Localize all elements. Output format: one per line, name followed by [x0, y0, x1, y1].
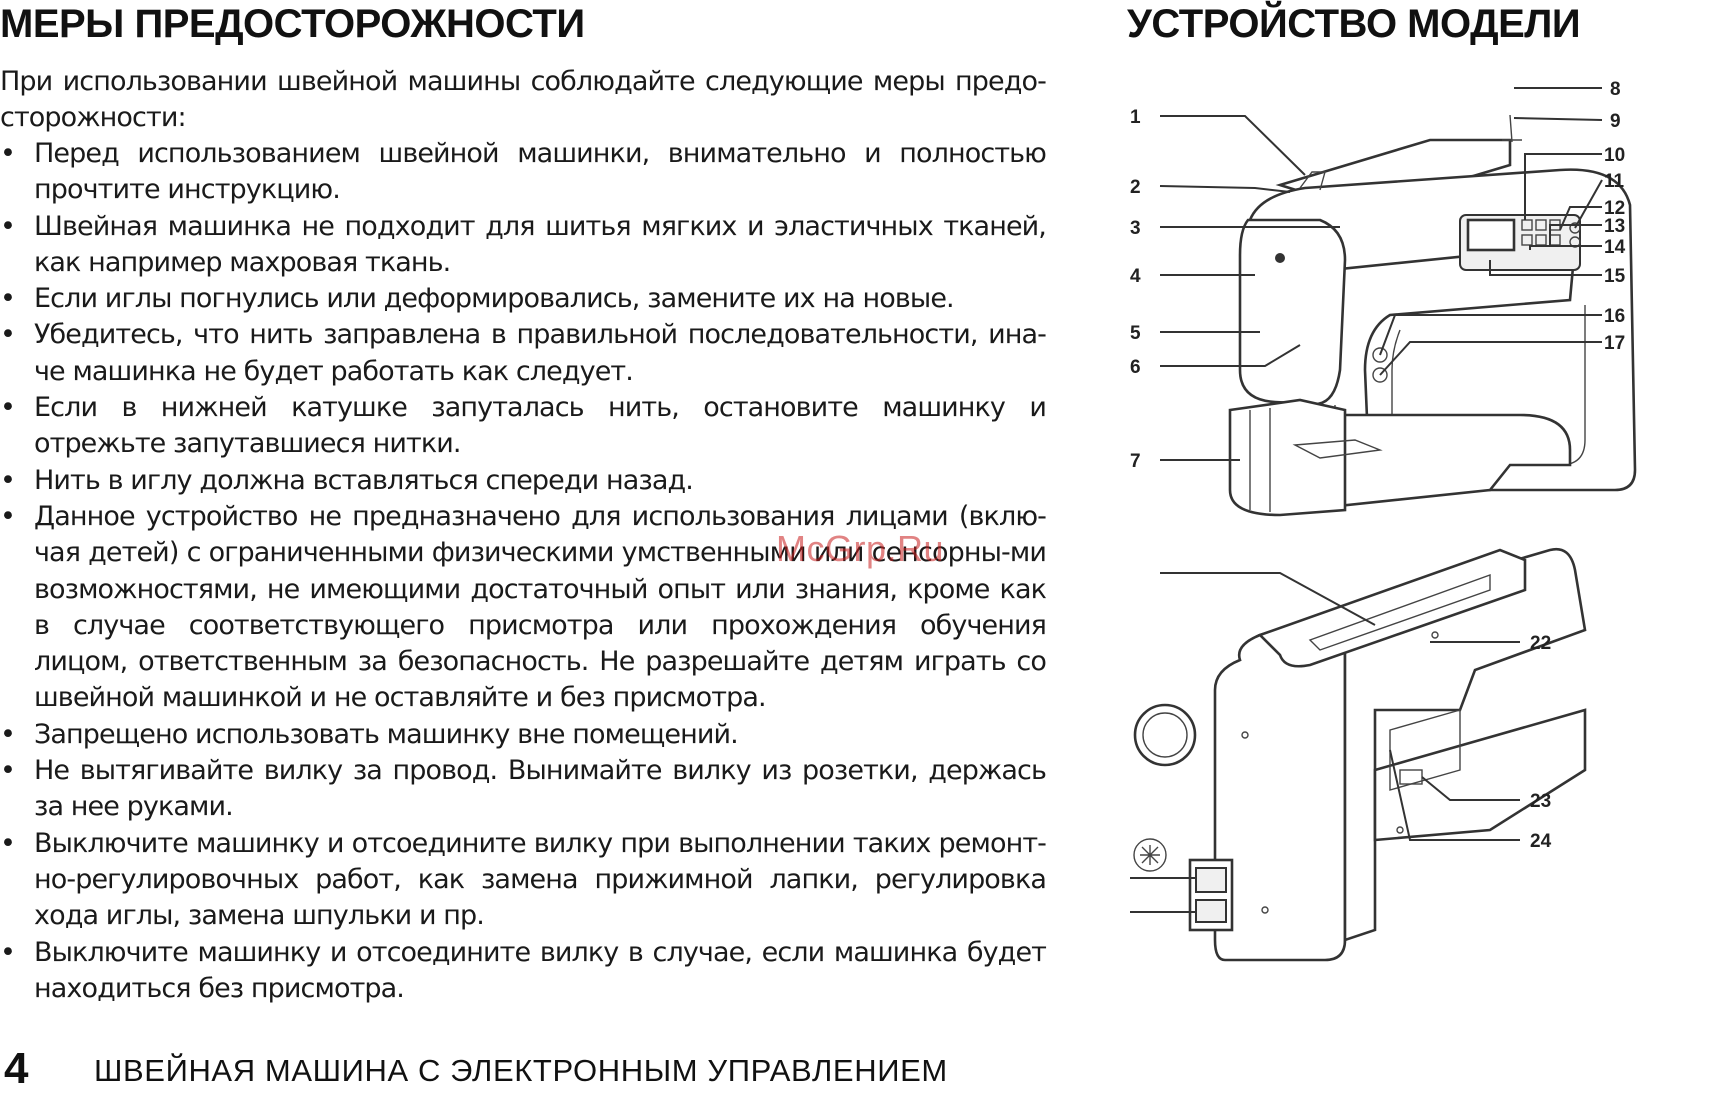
intro-paragraph: При использовании швейной машины соблюда…: [0, 66, 1047, 133]
watermark: McGrp.Ru: [776, 528, 945, 569]
page-number: 4: [4, 1044, 29, 1093]
callout-label: 16: [1604, 306, 1625, 327]
callout-label: 13: [1604, 216, 1625, 237]
callout-label: 1: [1130, 107, 1141, 128]
bullet-icon: •: [0, 283, 16, 315]
section-heading-model-structure: УСТРОЙСТВО МОДЕЛИ: [1127, 2, 1581, 46]
list-item-text: Выключите машинку и отсоедините вилку в …: [34, 936, 1047, 1004]
list-item: • Выключите машинку и отсоедините вилку в…: [0, 935, 1047, 1008]
list-item: • Убедитесь, что нить заправлена в правил…: [0, 317, 1047, 390]
callout-label: 14: [1604, 237, 1626, 258]
callout-label: 23: [1530, 791, 1551, 812]
bullet-icon: •: [0, 755, 16, 787]
list-item-text: Нить в иглу должна вставляться спереди н…: [34, 464, 694, 496]
list-item: • Если иглы погнулись или деформировались…: [0, 281, 1046, 317]
list-item-text: Не вытягивайте вилку за провод. Вынимайт…: [34, 755, 1047, 823]
bullet-icon: •: [0, 319, 16, 351]
callout-label: 22: [1530, 633, 1551, 654]
bullet-icon: •: [0, 210, 16, 242]
callout-label: 9: [1610, 111, 1621, 132]
bullet-icon: •: [0, 827, 16, 859]
list-item-text: Запрещено использовать машинку вне помещ…: [34, 718, 739, 750]
list-item-text: Швейная машинка не подходит для шитья мя…: [34, 210, 1047, 278]
bullet-icon: •: [0, 718, 16, 750]
callout-label: 24: [1530, 831, 1552, 852]
list-item: • Данное устройство не предназначено для …: [0, 499, 1047, 717]
list-item: • Если в нижней катушке запуталась нить, …: [0, 390, 1047, 463]
list-item: • Не вытягивайте вилку за провод. Вынимай…: [0, 753, 1047, 826]
bullet-icon: •: [0, 138, 16, 169]
callout-label: 11: [1604, 171, 1625, 192]
front-view-callouts: 1 2 3 4 5 6 7 8 9 10 11 12 13 14 15 16 1…: [1130, 79, 1626, 472]
precautions-list: • Перед использованием швейной машинки, в…: [0, 136, 1047, 1008]
list-item: • Нить в иглу должна вставляться спереди …: [0, 463, 1046, 499]
callout-label: 17: [1604, 333, 1625, 354]
callout-label: 12: [1604, 198, 1625, 219]
list-item: • Швейная машинка не подходит для шитья м…: [0, 209, 1047, 282]
machine-back-view: [1133, 547, 1587, 962]
list-item: • Перед использованием швейной машинки, в…: [0, 136, 1047, 209]
sewing-machine-diagram: 1 2 3 4 5 6 7 8 9 10 11 12 13 14 15 16 1…: [1130, 79, 1637, 962]
list-item-text: Выключите машинку и отсоедините вилку пр…: [34, 827, 1047, 932]
callout-label: 10: [1604, 145, 1625, 166]
callout-label: 2: [1130, 177, 1141, 198]
list-item: • Выключите машинку и отсоедините вилку п…: [0, 826, 1047, 935]
bullet-icon: •: [0, 500, 16, 532]
callout-label: 3: [1130, 218, 1141, 239]
footer-title: ШВЕЙНАЯ МАШИНА С ЭЛЕКТРОННЫМ УПРАВЛЕНИЕМ: [94, 1053, 948, 1088]
list-item-text: Если в нижней катушке запуталась нить, о…: [34, 392, 1047, 460]
back-view-callouts: 18 19 20 21 22 23 24: [1130, 572, 1552, 913]
list-item: • Запрещено использовать машинку вне поме…: [0, 717, 1046, 753]
list-item-text: Перед использованием швейной машинки, вн…: [34, 138, 1047, 206]
callout-label: 8: [1610, 79, 1621, 100]
callout-label: 7: [1130, 451, 1141, 472]
list-item-text: Если иглы погнулись или деформировались,…: [34, 283, 955, 315]
callout-label: 15: [1604, 266, 1626, 287]
callout-label: 5: [1130, 323, 1141, 344]
callout-label: 6: [1130, 357, 1141, 378]
section-heading-precautions: МЕРЫ ПРЕДОСТОРОЖНОСТИ: [0, 2, 585, 46]
bullet-icon: •: [0, 464, 16, 496]
list-item-text: Убедитесь, что нить заправлена в правиль…: [34, 319, 1047, 387]
bullet-icon: •: [0, 936, 16, 968]
machine-front-view: [1228, 114, 1637, 517]
callout-label: 4: [1130, 266, 1141, 287]
bullet-icon: •: [0, 392, 16, 424]
list-item-text: Данное устройство не предназначено для и…: [34, 500, 1047, 714]
